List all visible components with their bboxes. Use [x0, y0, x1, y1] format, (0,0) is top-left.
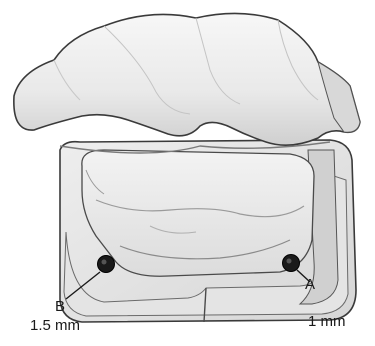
- label-point-b: B: [55, 299, 65, 314]
- preparation-core: [82, 150, 314, 276]
- pin-hole-a: [283, 255, 300, 272]
- label-point-a: A: [305, 277, 315, 292]
- occlusal-crown: [14, 13, 360, 145]
- label-dimension-b: 1.5 mm: [30, 318, 80, 333]
- pin-hole-b: [98, 256, 115, 273]
- label-dimension-a: 1 mm: [308, 314, 346, 329]
